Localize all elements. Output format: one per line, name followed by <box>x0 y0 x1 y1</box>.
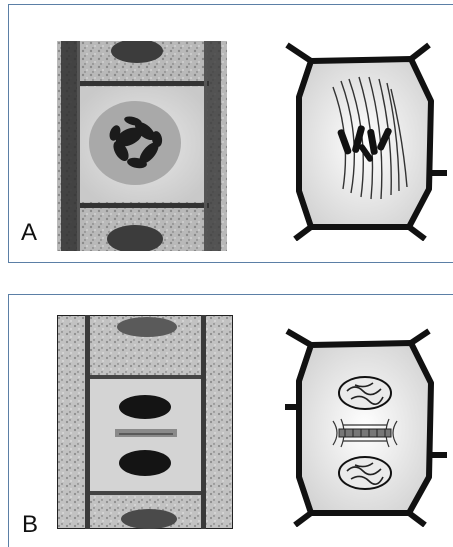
micrograph-b-icon <box>57 315 233 529</box>
panel-a: A <box>8 4 453 263</box>
drawing-b-icon <box>281 327 451 527</box>
panel-b: B <box>8 294 453 547</box>
panel-b-label: B <box>22 511 38 539</box>
drawing-a-icon <box>281 41 451 241</box>
micrograph-a-icon <box>57 41 227 251</box>
panel-a-label: A <box>21 219 37 247</box>
